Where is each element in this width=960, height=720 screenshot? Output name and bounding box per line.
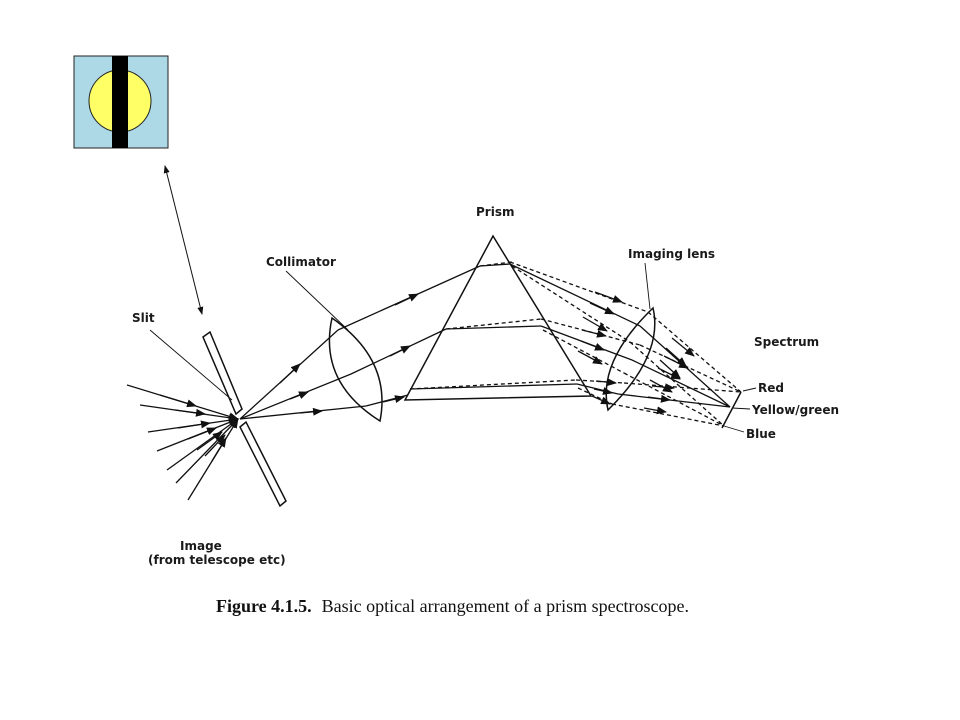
inset-slit-bar [112, 56, 128, 148]
slit-upper-jaw [202, 330, 243, 416]
inset-pointer-arrow [163, 165, 204, 315]
slit-view-inset [73, 55, 169, 149]
collimator-lens [328, 316, 383, 423]
image-label-line1: Image [180, 539, 222, 553]
slit [202, 330, 287, 508]
converging-arrow [663, 355, 689, 369]
prism-ray [409, 383, 578, 390]
dispersed-arrow [581, 329, 607, 338]
collimated-rays [239, 265, 481, 420]
converging-arrow [665, 347, 687, 367]
converging-ray [623, 382, 742, 393]
prism-dashed-ray [445, 318, 542, 330]
dispersed-arrow [582, 316, 608, 332]
dispersed-rays [509, 261, 742, 427]
prism-dashed-ray [479, 261, 513, 267]
imaging-lens-leader [644, 262, 651, 310]
incoming-ray [166, 418, 239, 471]
blue-leader [723, 425, 745, 433]
converging-arrow [647, 394, 671, 403]
yellow-green-leader [731, 407, 751, 410]
dispersed-arrow [589, 302, 615, 315]
dispersed-arrow [595, 378, 617, 387]
converging-ray [629, 341, 725, 427]
converging-arrow [657, 367, 681, 380]
red-label: Red [758, 381, 784, 395]
prism-label: Prism [476, 205, 514, 219]
converging-arrow [671, 337, 695, 357]
spectrum-line [721, 391, 742, 429]
slit-lower-jaw [239, 420, 287, 508]
incoming-arrowhead [177, 420, 211, 429]
leader-lines [149, 262, 757, 433]
diverging-arrow [299, 407, 323, 416]
incoming-arrowhead [159, 394, 197, 408]
converging-arrow [643, 406, 667, 415]
dispersed-arrow [577, 350, 603, 365]
image-label-line2: (from telescope etc) [148, 553, 286, 567]
figure-number: Figure 4.1.5. [216, 596, 312, 616]
parallel-arrow [389, 345, 411, 357]
parallel-arrow [394, 293, 419, 306]
diverging-arrow [279, 363, 301, 384]
converging-ray [631, 359, 731, 408]
rays-in-prism [409, 261, 578, 390]
slit-label: Slit [132, 311, 155, 325]
incoming-ray [175, 418, 239, 484]
slit-leader [149, 329, 233, 401]
dispersed-ray [511, 265, 631, 343]
dispersed-ray [542, 329, 625, 374]
converging-ray [647, 311, 742, 393]
collimator-label: Collimator [266, 255, 336, 269]
dispersed-arrow [591, 395, 611, 405]
incoming-arrowhead [211, 437, 227, 462]
converging-arrow [651, 383, 675, 392]
prism-ray [445, 325, 542, 330]
dispersed-arrow [580, 340, 605, 351]
prism [403, 234, 593, 401]
yellow-green-label: Yellow/green [751, 403, 839, 417]
incoming-arrowhead [196, 431, 223, 451]
parallel-arrow [382, 395, 405, 403]
red-leader [742, 387, 757, 392]
diverging-arrow [289, 391, 309, 400]
spectrum-label: Spectrum [754, 335, 819, 349]
converging-ray [617, 393, 731, 408]
blue-label: Blue [746, 427, 776, 441]
dispersed-arrow [593, 387, 613, 395]
imaging-lens-label: Imaging lens [628, 247, 715, 261]
collimator-leader [285, 270, 349, 331]
incoming-rays [126, 384, 239, 501]
incoming-arrowhead [174, 408, 206, 417]
converging-ray [611, 403, 725, 427]
figure-caption-text: Basic optical arrangement of a prism spe… [322, 596, 689, 616]
converging-ray [623, 372, 725, 427]
dispersed-ray [509, 261, 649, 313]
dispersed-ray [509, 263, 641, 327]
figure-caption: Figure 4.1.5. Basic optical arrangement … [216, 596, 689, 616]
prism-ray [479, 263, 511, 267]
converging-ray [639, 344, 742, 393]
incoming-arrowhead [187, 427, 217, 440]
dispersed-arrow [594, 291, 623, 303]
